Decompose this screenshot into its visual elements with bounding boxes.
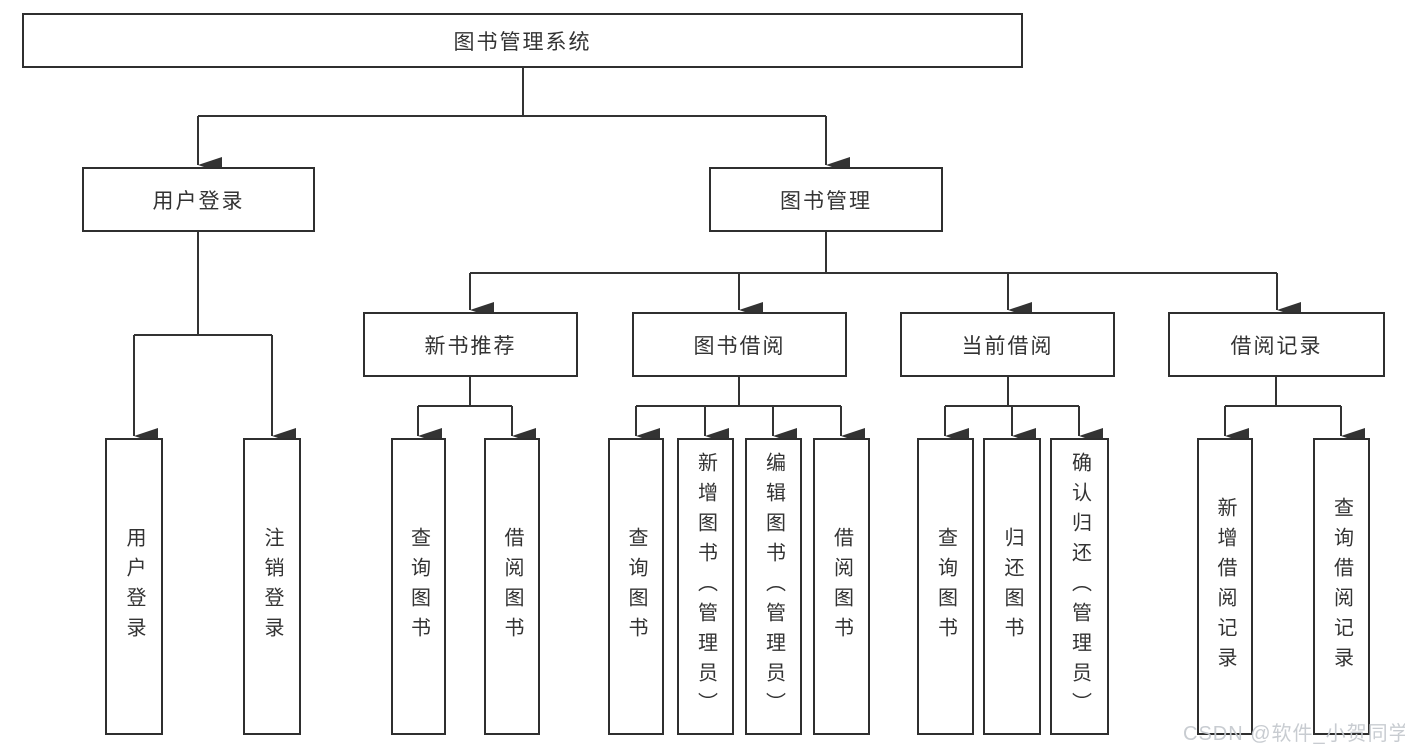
leaf-add-borrow-record: 新增借阅记录 xyxy=(1197,438,1253,735)
leaf-confirm-return-admin: 确认归还（管理员） xyxy=(1050,438,1109,735)
leaf-edit-books-admin-label: 编辑图书（管理员） xyxy=(762,451,785,722)
node-new-book-recommend-label: 新书推荐 xyxy=(424,334,517,358)
node-root-system: 图书管理系统 xyxy=(22,13,1023,68)
leaf-borrow-books-borrowing: 借阅图书 xyxy=(813,438,870,735)
leaf-query-books-recommend: 查询图书 xyxy=(391,438,446,735)
leaf-query-books-borrowing-label: 查询图书 xyxy=(625,526,647,647)
leaf-add-borrow-record-label: 新增借阅记录 xyxy=(1214,496,1236,677)
leaf-add-books-admin: 新增图书（管理员） xyxy=(677,438,734,735)
node-user-login: 用户登录 xyxy=(82,167,315,232)
leaf-return-books: 归还图书 xyxy=(983,438,1041,735)
node-new-book-recommend: 新书推荐 xyxy=(363,312,578,377)
leaf-query-books-borrowing: 查询图书 xyxy=(608,438,664,735)
leaf-query-books-current: 查询图书 xyxy=(917,438,974,735)
leaf-query-books-current-label: 查询图书 xyxy=(934,526,957,647)
node-user-login-label: 用户登录 xyxy=(152,189,245,213)
node-book-borrowing: 图书借阅 xyxy=(632,312,847,377)
node-current-borrowing-label: 当前借阅 xyxy=(961,334,1054,358)
node-book-management: 图书管理 xyxy=(709,167,943,232)
leaf-user-login-label: 用户登录 xyxy=(123,526,145,647)
node-current-borrowing: 当前借阅 xyxy=(900,312,1115,377)
leaf-borrow-books-borrowing-label: 借阅图书 xyxy=(830,526,853,647)
leaf-query-borrow-record-label: 查询借阅记录 xyxy=(1330,496,1353,677)
node-book-management-label: 图书管理 xyxy=(780,189,872,213)
node-borrowing-records: 借阅记录 xyxy=(1168,312,1385,377)
csdn-watermark: CSDN @软件_小贺同学 xyxy=(1183,723,1405,745)
leaf-user-login: 用户登录 xyxy=(105,438,163,735)
leaf-add-books-admin-label: 新增图书（管理员） xyxy=(694,451,717,722)
leaf-edit-books-admin: 编辑图书（管理员） xyxy=(745,438,802,735)
leaf-borrow-books-recommend-label: 借阅图书 xyxy=(501,526,523,647)
leaf-logout-label: 注销登录 xyxy=(261,526,283,647)
node-borrowing-records-label: 借阅记录 xyxy=(1230,334,1323,358)
leaf-logout: 注销登录 xyxy=(243,438,301,735)
leaf-return-books-label: 归还图书 xyxy=(1001,526,1023,647)
node-root-label: 图书管理系统 xyxy=(453,30,592,54)
leaf-borrow-books-recommend: 借阅图书 xyxy=(484,438,540,735)
leaf-confirm-return-admin-label: 确认归还（管理员） xyxy=(1068,451,1091,722)
node-book-borrowing-label: 图书借阅 xyxy=(693,334,786,358)
leaf-query-borrow-record: 查询借阅记录 xyxy=(1313,438,1370,735)
leaf-query-books-recommend-label: 查询图书 xyxy=(407,526,430,647)
